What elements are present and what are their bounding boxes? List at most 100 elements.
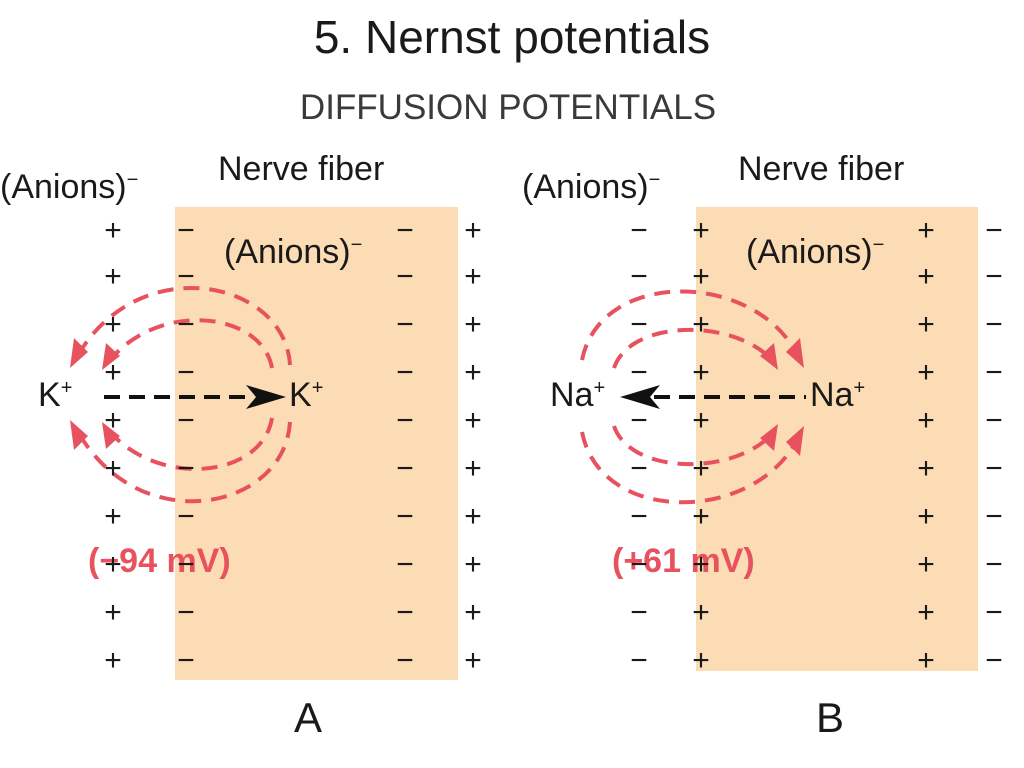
nerve-fiber-label: Nerve fiber — [738, 150, 905, 188]
charge-sign: + — [917, 214, 935, 247]
charge-sign: − — [630, 356, 648, 389]
charge-sign: − — [985, 356, 1003, 389]
charge-sign: − — [630, 500, 648, 533]
outside-anions-label: (Anions)− — [0, 168, 139, 206]
charge-sign: − — [985, 308, 1003, 341]
charge-sign: − — [396, 548, 414, 581]
charge-sign: − — [177, 596, 195, 629]
panel-letter: A — [294, 694, 323, 741]
charge-sign: − — [630, 404, 648, 437]
charge-sign: + — [104, 308, 122, 341]
charge-sign: + — [464, 500, 482, 533]
charge-sign: − — [177, 260, 195, 293]
charge-sign: + — [104, 500, 122, 533]
membrane-potential-label: (+61 mV) — [612, 542, 755, 580]
arrowhead-icon — [760, 424, 778, 451]
charge-sign: − — [177, 644, 195, 677]
charge-sign: − — [396, 596, 414, 629]
charge-sign: + — [917, 548, 935, 581]
charge-sign: + — [917, 452, 935, 485]
charge-sign: − — [985, 644, 1003, 677]
charge-sign: + — [104, 596, 122, 629]
outside-anions-label: (Anions)− — [522, 168, 661, 206]
charge-sign: − — [630, 214, 648, 247]
charge-sign: + — [104, 452, 122, 485]
efflux-arrows — [76, 286, 292, 504]
inside-ion-label: K+ — [289, 376, 324, 414]
charge-sign: + — [104, 404, 122, 437]
charge-sign: + — [692, 260, 710, 293]
charge-sign: + — [464, 356, 482, 389]
diagram-heading: DIFFUSION POTENTIALS — [299, 88, 717, 127]
charge-sign: − — [177, 404, 195, 437]
charge-sign: − — [177, 548, 195, 581]
charge-sign: − — [630, 596, 648, 629]
charge-sign: − — [177, 500, 195, 533]
charge-sign: − — [985, 452, 1003, 485]
charge-sign: + — [104, 644, 122, 677]
arrowhead-icon — [786, 338, 804, 368]
charge-sign: + — [464, 308, 482, 341]
charge-sign: + — [692, 404, 710, 437]
charge-sign: + — [692, 214, 710, 247]
charge-sign: − — [396, 644, 414, 677]
charge-sign: + — [692, 644, 710, 677]
panel-b: (Anions)− Nerve fiber (Anions)− Na+ Na+ … — [520, 0, 1024, 768]
net-flux-arrowhead-icon — [620, 385, 660, 409]
charge-sign: − — [177, 356, 195, 389]
influx-arrowheads — [760, 338, 804, 456]
charge-sign: − — [985, 596, 1003, 629]
influx-arrow-inner-bottom — [612, 425, 772, 467]
charge-sign: − — [396, 356, 414, 389]
charge-sign: + — [692, 452, 710, 485]
charge-sign: + — [692, 548, 710, 581]
charge-sign: + — [917, 356, 935, 389]
membrane-potential-label: (−94 mV) — [88, 542, 231, 580]
panel-letter: B — [816, 694, 845, 741]
efflux-arrow-outer-bottom — [76, 421, 292, 504]
charge-sign: + — [464, 404, 482, 437]
charge-sign: + — [917, 260, 935, 293]
inside-anions-label: (Anions)− — [224, 233, 363, 271]
panel-a: (Anions)− Nerve fiber (Anions)− K+ K+ (−… — [0, 150, 482, 741]
charge-sign: − — [630, 260, 648, 293]
efflux-arrowheads — [70, 338, 120, 450]
charge-sign: + — [104, 356, 122, 389]
charge-sign: − — [630, 308, 648, 341]
efflux-arrow-outer-top — [76, 286, 292, 366]
efflux-arrow-inner-bottom — [108, 417, 274, 471]
charge-sign: − — [396, 404, 414, 437]
charge-sign: − — [630, 644, 648, 677]
charge-sign: − — [630, 548, 648, 581]
inside-anions-label: (Anions)− — [746, 233, 885, 271]
inside-ion-label: Na+ — [810, 376, 866, 414]
influx-arrow-outer-top — [580, 289, 798, 361]
charge-sign: + — [917, 308, 935, 341]
charge-sign: + — [917, 596, 935, 629]
nerve-fiber-membrane — [696, 207, 978, 671]
charge-sign: + — [104, 548, 122, 581]
charge-sign: + — [917, 644, 935, 677]
charge-sign: + — [917, 500, 935, 533]
influx-arrow-outer-bottom — [580, 431, 798, 505]
charge-sign: − — [177, 214, 195, 247]
charge-sign: + — [464, 644, 482, 677]
charge-sign: + — [104, 260, 122, 293]
charge-sign: − — [396, 260, 414, 293]
charge-sign: − — [177, 308, 195, 341]
charge-sign: − — [396, 500, 414, 533]
outside-ion-label: Na+ — [550, 376, 606, 414]
charge-sign: − — [985, 404, 1003, 437]
arrows-diagram — [580, 289, 806, 505]
charge-sign: − — [985, 214, 1003, 247]
charge-sign: + — [464, 260, 482, 293]
charge-sign: + — [464, 596, 482, 629]
charge-sign: − — [396, 308, 414, 341]
charge-sign: + — [692, 356, 710, 389]
arrowhead-icon — [70, 420, 88, 450]
nerve-fiber-membrane — [175, 207, 458, 680]
charge-sign: + — [464, 214, 482, 247]
outside-ion-label: K+ — [38, 376, 73, 414]
arrowhead-icon — [102, 422, 120, 449]
charge-sign: + — [464, 452, 482, 485]
